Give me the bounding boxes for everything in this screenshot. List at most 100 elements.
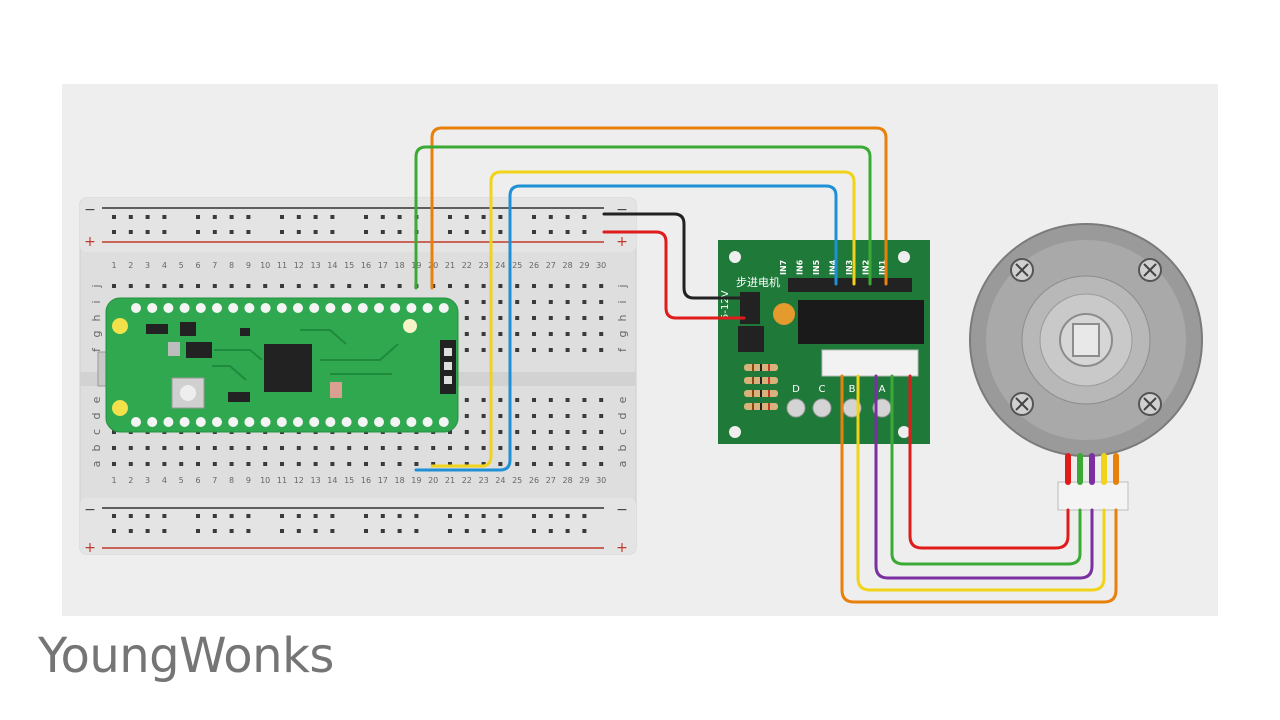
column-number-label: 28 xyxy=(563,476,573,485)
rail-hole xyxy=(246,230,251,234)
row-letter-label: a xyxy=(616,461,629,468)
terminal-hole xyxy=(397,284,402,288)
pin-pad xyxy=(325,303,336,313)
row-letter-label: e xyxy=(616,396,629,403)
row-letter-label: j xyxy=(616,284,629,288)
rail-hole xyxy=(212,529,217,533)
terminal-hole xyxy=(464,446,469,450)
pin-pad xyxy=(179,417,190,427)
resistor-band xyxy=(752,364,754,371)
rail-hole xyxy=(464,230,469,234)
row-letter-label: j xyxy=(90,284,103,288)
motor-shaft-icon xyxy=(1072,323,1100,357)
mounting-hole-icon xyxy=(403,319,417,333)
terminal-hole xyxy=(464,300,469,304)
terminal-hole xyxy=(263,446,268,450)
driver-pin-label: IN7 xyxy=(779,260,788,275)
column-number-label: 6 xyxy=(195,261,200,270)
debug-pin-icon xyxy=(444,376,452,384)
rail-hole xyxy=(296,529,301,533)
resistor-band xyxy=(760,403,762,410)
rail-hole xyxy=(565,215,570,219)
terminal-hole xyxy=(481,300,486,304)
terminal-hole xyxy=(599,430,604,434)
column-number-label: 6 xyxy=(195,476,200,485)
terminal-hole xyxy=(582,398,587,402)
terminal-hole xyxy=(112,284,116,288)
rail-hole xyxy=(498,230,503,234)
terminal-hole xyxy=(263,462,268,466)
terminal-hole xyxy=(532,398,536,402)
component-icon xyxy=(146,324,168,334)
column-number-label: 19 xyxy=(411,476,421,485)
column-number-label: 12 xyxy=(294,476,304,485)
pin-pad xyxy=(179,303,190,313)
rail-hole xyxy=(364,230,368,234)
resistor-band xyxy=(768,364,770,371)
terminal-hole xyxy=(515,462,520,466)
column-number-label: 15 xyxy=(344,261,354,270)
rail-hole xyxy=(162,215,167,219)
row-letter-label: b xyxy=(90,444,103,451)
pin-pad xyxy=(260,417,271,427)
pin-pad xyxy=(131,303,141,313)
column-number-label: 17 xyxy=(378,476,388,485)
rail-hole xyxy=(397,529,402,533)
row-letter-label: c xyxy=(616,429,629,435)
rail-hole xyxy=(498,514,503,518)
rail-plus-bottom-left: + xyxy=(84,540,96,556)
power-label: 5-12V xyxy=(720,290,731,320)
resistor-band xyxy=(760,377,762,384)
resistor-band xyxy=(760,364,762,371)
pin-pad xyxy=(163,417,174,427)
terminal-hole xyxy=(582,414,587,418)
pin-pad xyxy=(390,303,401,313)
column-number-label: 23 xyxy=(479,476,489,485)
column-number-label: 3 xyxy=(145,261,150,270)
rail-hole xyxy=(448,215,452,219)
terminal-hole xyxy=(313,446,318,450)
screw-slot xyxy=(1143,397,1157,411)
rail-hole xyxy=(397,215,402,219)
rail-hole xyxy=(296,215,301,219)
pin-pad xyxy=(228,417,239,427)
terminal-hole xyxy=(599,446,604,450)
terminal-hole xyxy=(599,398,604,402)
screw-slot xyxy=(1015,263,1029,277)
rail-hole xyxy=(498,529,503,533)
pin-pad xyxy=(293,417,303,427)
column-number-label: 27 xyxy=(546,476,556,485)
terminal-hole xyxy=(464,284,469,288)
resistor-band xyxy=(760,390,762,397)
terminal-hole xyxy=(565,348,570,352)
terminal-hole xyxy=(548,348,553,352)
row-letter-label: h xyxy=(90,314,103,321)
terminal-hole xyxy=(481,462,486,466)
rail-hole xyxy=(112,230,116,234)
terminal-hole xyxy=(532,446,536,450)
rail-hole xyxy=(280,529,284,533)
rail-plus-top-left: + xyxy=(84,234,96,250)
terminal-hole xyxy=(330,446,335,450)
terminal-hole xyxy=(229,446,234,450)
rail-hole xyxy=(313,230,318,234)
resistor-band xyxy=(768,403,770,410)
rail-hole xyxy=(145,215,150,219)
terminal-hole xyxy=(212,284,217,288)
terminal-hole xyxy=(515,300,520,304)
pin-pad xyxy=(276,303,287,313)
wire-red-motor xyxy=(908,374,1070,550)
wire-orange-motor xyxy=(840,374,1118,604)
terminal-hole xyxy=(196,462,200,466)
pin-pad xyxy=(341,417,352,427)
column-number-label: 11 xyxy=(277,476,287,485)
pin-pad xyxy=(195,417,206,427)
pin-pad xyxy=(374,417,384,427)
terminal-hole xyxy=(128,446,133,450)
rail-hole xyxy=(313,514,318,518)
pin-pad xyxy=(309,303,320,313)
terminal-hole xyxy=(599,414,604,418)
rail-hole xyxy=(548,215,553,219)
rail-hole xyxy=(313,529,318,533)
